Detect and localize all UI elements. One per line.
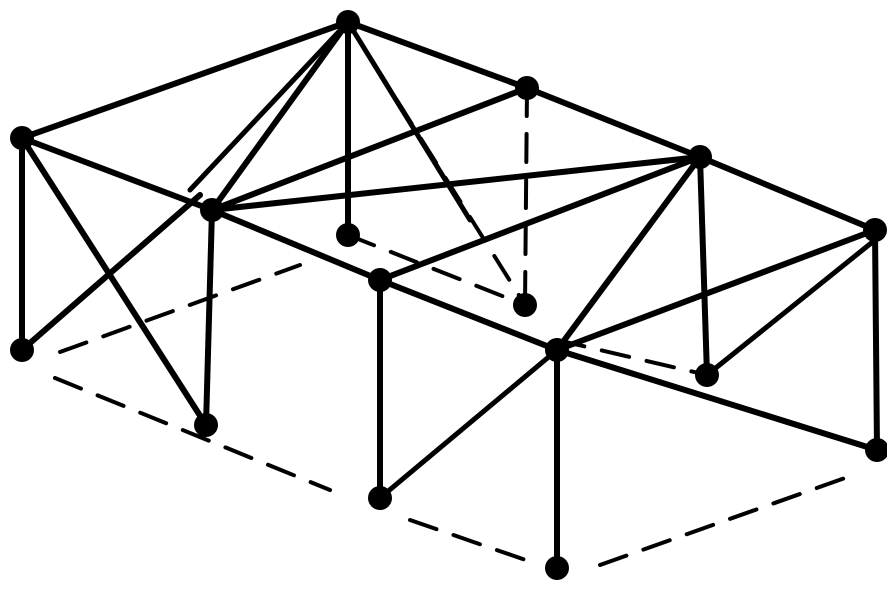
member-back-mid-right-top (527, 88, 700, 157)
member-back-mid-hidden-vertical (525, 88, 527, 305)
member-right-top-far-right (700, 157, 875, 230)
joint-left-bottom (10, 338, 34, 362)
member-right-top-vertical (700, 157, 707, 375)
member-apex-back-mid (348, 22, 527, 88)
joint-front-mid-bottom (368, 486, 392, 510)
joint-front-left-bottom (194, 413, 218, 437)
joint-far-right-bottom (865, 438, 887, 462)
member-left-top-diag (22, 138, 206, 425)
joint-far-right-top (863, 218, 887, 242)
joint-apex (336, 10, 360, 34)
member-left-front-left (22, 138, 212, 210)
joint-front-left-top (200, 198, 224, 222)
joint-right-top (688, 145, 712, 169)
member-far-right-vertical (875, 230, 877, 450)
hidden-members (55, 22, 845, 565)
member-front-mid-bottom-diag (380, 350, 557, 498)
member-hidden-base-right (600, 478, 845, 565)
member-hidden-base-left (55, 378, 330, 490)
joint-left-top (10, 126, 34, 150)
member-hidden-base-back (60, 265, 300, 352)
vertical-members (22, 22, 877, 568)
member-hidden-base-front (410, 520, 540, 565)
member-front-left-vertical (206, 210, 212, 425)
member-apex-hidden-diag (348, 22, 525, 305)
joint-front-mid-top (368, 268, 392, 292)
joint-front-right-top (545, 338, 569, 362)
joint-front-right-bottom (545, 556, 569, 580)
member-front-left-front-mid (212, 210, 380, 280)
joint-right-bottom (695, 363, 719, 387)
member-left-bottom-diag (22, 195, 200, 350)
joint-back-mid-top (515, 76, 539, 100)
joint-back-mid-bottom (513, 293, 537, 317)
joint-apex-bottom (336, 223, 360, 247)
member-top-left-apex (22, 22, 348, 138)
